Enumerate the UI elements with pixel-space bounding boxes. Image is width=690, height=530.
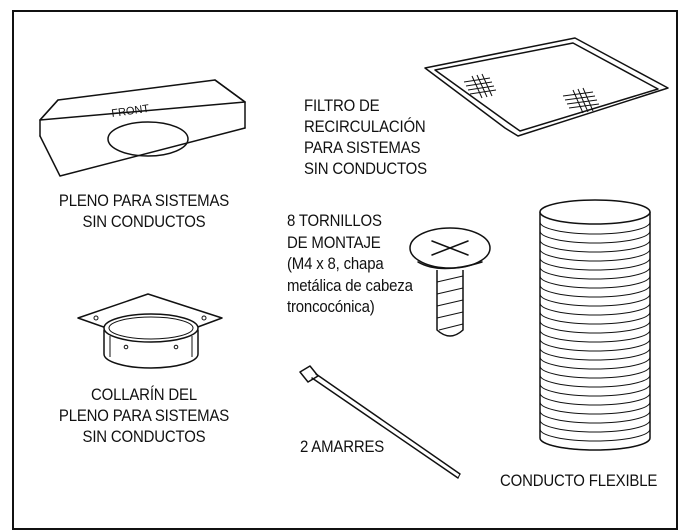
screws-label-line: DE MONTAJE xyxy=(287,232,381,252)
duct-ring xyxy=(539,266,651,280)
filter-label-line: PARA SISTEMAS xyxy=(304,138,421,157)
plenum-illustration: FRONT xyxy=(39,79,246,177)
duct-label-line: CONDUCTO FLEXIBLE xyxy=(500,471,658,490)
duct-ring xyxy=(539,293,651,307)
duct-ring xyxy=(539,338,651,352)
duct-ring xyxy=(539,320,651,334)
duct-ring xyxy=(539,374,651,388)
collar-label-line: PLENO PARA SISTEMAS xyxy=(58,406,230,425)
plenum-label: PLENO PARA SISTEMAS SIN CONDUCTOS xyxy=(47,190,241,232)
front-stamp: FRONT xyxy=(111,103,150,120)
duct-ring xyxy=(539,284,651,298)
plenum-label-line: SIN CONDUCTOS xyxy=(82,212,206,231)
duct-ring xyxy=(539,392,651,406)
filter-label-line: FILTRO DE xyxy=(304,96,380,115)
duct-ring xyxy=(539,356,651,370)
duct-ring xyxy=(539,257,651,271)
duct-ring xyxy=(539,419,651,433)
duct-label: CONDUCTO FLEXIBLE xyxy=(500,470,657,491)
duct-ring xyxy=(539,329,651,343)
cable-tie-illustration xyxy=(299,365,461,479)
screws-label: 8 TORNILLOS DE MONTAJE (M4 x 8, chapa me… xyxy=(287,210,413,318)
collar-label-line: COLLARÍN DEL xyxy=(91,385,197,404)
duct-ring xyxy=(539,428,651,442)
ties-label-line: 2 AMARRES xyxy=(300,437,385,456)
filter-illustration xyxy=(424,37,669,137)
screw-illustration xyxy=(409,227,491,337)
filter-label-line: SIN CONDUCTOS xyxy=(304,159,427,178)
screws-label-line: troncocónica) xyxy=(287,297,375,316)
filter-mesh-left xyxy=(463,73,497,99)
duct-rings xyxy=(539,221,651,451)
duct-ring xyxy=(539,383,651,397)
duct-ring xyxy=(539,275,651,289)
parts-illustrations: FRONT xyxy=(39,37,669,479)
filter-label-line: RECIRCULACIÓN xyxy=(304,117,426,136)
collar-illustration xyxy=(77,293,223,369)
filter-mesh-right xyxy=(562,87,600,114)
collar-label-line: SIN CONDUCTOS xyxy=(82,427,206,446)
filter-label: FILTRO DE RECIRCULACIÓN PARA SISTEMAS SI… xyxy=(304,95,427,179)
collar-label: COLLARÍN DEL PLENO PARA SISTEMAS SIN CON… xyxy=(47,384,241,447)
ties-label: 2 AMARRES xyxy=(300,436,384,457)
duct-ring xyxy=(539,230,651,244)
duct-ring xyxy=(539,311,651,325)
screws-label-line: metálica de cabeza xyxy=(287,275,413,295)
screws-label-line: (M4 x 8, chapa xyxy=(287,254,384,273)
duct-ring xyxy=(539,437,651,451)
screw-thread xyxy=(436,275,464,331)
screws-label-line: 8 TORNILLOS xyxy=(287,211,382,230)
duct-ring xyxy=(539,302,651,316)
duct-ring xyxy=(539,410,651,424)
parts-diagram: FRONT xyxy=(12,10,678,530)
duct-ring xyxy=(539,239,651,253)
duct-ring xyxy=(539,248,651,262)
duct-ring xyxy=(539,221,651,235)
duct-ring xyxy=(539,347,651,361)
duct-ring xyxy=(539,401,651,415)
duct-ring xyxy=(539,365,651,379)
plenum-label-line: PLENO PARA SISTEMAS xyxy=(58,191,230,210)
duct-illustration xyxy=(539,199,651,451)
